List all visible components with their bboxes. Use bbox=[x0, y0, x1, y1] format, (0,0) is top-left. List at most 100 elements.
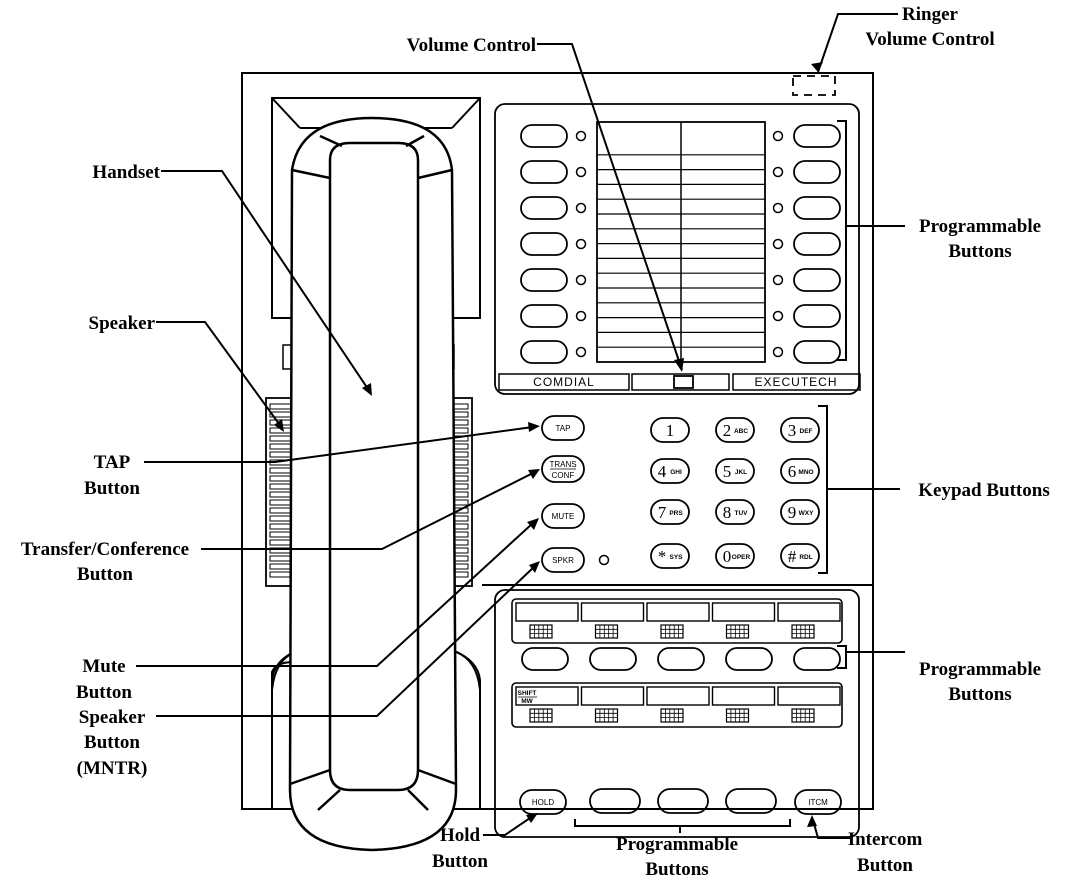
mute-button-label: MUTE bbox=[552, 512, 575, 521]
programmable-button[interactable] bbox=[793, 196, 841, 220]
programmable-button[interactable] bbox=[725, 788, 777, 814]
lower-panel bbox=[494, 589, 860, 838]
status-led bbox=[575, 274, 587, 286]
callout-hold-2: Button bbox=[432, 851, 488, 872]
programmable-button[interactable] bbox=[589, 788, 641, 814]
programmable-buttons-middle bbox=[521, 647, 841, 671]
programmable-button[interactable] bbox=[657, 647, 705, 671]
programmable-button[interactable] bbox=[793, 268, 841, 292]
svg-text:#: # bbox=[788, 547, 797, 566]
volume-control-slider[interactable] bbox=[673, 375, 694, 389]
handset[interactable] bbox=[288, 116, 458, 852]
status-led bbox=[772, 346, 784, 358]
svg-text:OPER: OPER bbox=[732, 554, 751, 561]
svg-text:PRS: PRS bbox=[669, 510, 683, 517]
programmable-button[interactable] bbox=[520, 268, 568, 292]
callout-transfer-2: Button bbox=[77, 564, 133, 585]
callout-speaker-btn-3: (MNTR) bbox=[77, 758, 148, 779]
callout-speaker-btn-2: Button bbox=[84, 732, 140, 753]
callout-intercom-1: Intercom bbox=[848, 829, 923, 850]
callout-mute-2: Button bbox=[76, 682, 132, 703]
ringer-volume-control[interactable] bbox=[792, 75, 836, 96]
mute-button[interactable]: MUTE bbox=[541, 503, 585, 529]
callout-tap-2: Button bbox=[84, 478, 140, 499]
svg-text:3: 3 bbox=[788, 421, 797, 440]
svg-text:1: 1 bbox=[666, 421, 675, 440]
status-led bbox=[772, 238, 784, 250]
phone-body: COMDIAL EXECUTECH TAP TRANS CONF MUTE bbox=[241, 72, 874, 852]
conf-label: CONF bbox=[552, 471, 575, 480]
svg-text:2: 2 bbox=[723, 421, 732, 440]
speaker-indicator-led bbox=[598, 554, 610, 566]
callout-keypad: Keypad Buttons bbox=[918, 480, 1049, 501]
intercom-button-label: ITCM bbox=[808, 798, 828, 807]
status-led bbox=[575, 166, 587, 178]
keypad-button-pound[interactable]: #RDL bbox=[780, 543, 820, 569]
svg-text:TUV: TUV bbox=[735, 510, 749, 517]
svg-text:0: 0 bbox=[723, 547, 732, 566]
status-led bbox=[575, 310, 587, 322]
programmable-button[interactable] bbox=[793, 124, 841, 148]
callout-handset: Handset bbox=[92, 162, 160, 183]
callout-ringer-1: Ringer bbox=[902, 4, 959, 25]
speaker-button[interactable]: SPKR bbox=[541, 547, 585, 573]
callout-programmable-mid-2: Buttons bbox=[948, 684, 1011, 705]
programmable-button[interactable] bbox=[725, 647, 773, 671]
programmable-button[interactable] bbox=[520, 196, 568, 220]
directory-card bbox=[596, 121, 766, 363]
callout-programmable-bottom-2: Buttons bbox=[645, 859, 708, 879]
keypad-button-star[interactable]: *SYS bbox=[650, 543, 690, 569]
callout-mute-1: Mute bbox=[82, 656, 125, 677]
brand-strip: COMDIAL EXECUTECH bbox=[498, 373, 861, 391]
intercom-button[interactable]: ITCM bbox=[794, 789, 842, 815]
status-led bbox=[772, 310, 784, 322]
programmable-button[interactable] bbox=[793, 232, 841, 256]
callout-programmable-right-1: Programmable bbox=[919, 216, 1041, 237]
callouts: Ringer Volume Control Volume Control Han… bbox=[21, 4, 1050, 879]
programmable-button[interactable] bbox=[520, 160, 568, 184]
svg-text:7: 7 bbox=[658, 503, 667, 522]
status-led bbox=[575, 346, 587, 358]
programmable-button[interactable] bbox=[520, 124, 568, 148]
programmable-button[interactable] bbox=[520, 232, 568, 256]
status-led bbox=[575, 238, 587, 250]
svg-text:JKL: JKL bbox=[735, 469, 747, 476]
programmable-button[interactable] bbox=[793, 647, 841, 671]
callout-programmable-bottom-1: Programmable bbox=[616, 834, 738, 855]
programmable-button[interactable] bbox=[793, 340, 841, 364]
status-led bbox=[772, 274, 784, 286]
tap-button[interactable]: TAP bbox=[541, 415, 585, 441]
transfer-conference-button[interactable]: TRANS CONF bbox=[541, 455, 585, 483]
keypad-button-1[interactable]: 1 bbox=[650, 417, 690, 443]
status-led bbox=[575, 130, 587, 142]
svg-text:GHI: GHI bbox=[670, 469, 682, 476]
programmable-button[interactable] bbox=[589, 647, 637, 671]
hold-button-label: HOLD bbox=[532, 798, 554, 807]
hold-button[interactable]: HOLD bbox=[519, 789, 567, 815]
programmable-button[interactable] bbox=[521, 647, 569, 671]
feature-buttons: TAP TRANS CONF MUTE SPKR bbox=[541, 415, 610, 573]
callout-transfer-1: Transfer/Conference bbox=[21, 539, 189, 560]
svg-text:RDL: RDL bbox=[799, 554, 812, 561]
svg-text:5: 5 bbox=[723, 462, 732, 481]
programmable-button[interactable] bbox=[657, 788, 709, 814]
mw-label: MW bbox=[521, 698, 533, 705]
status-led bbox=[575, 202, 587, 214]
status-led bbox=[772, 202, 784, 214]
svg-text:4: 4 bbox=[658, 462, 667, 481]
programmable-button[interactable] bbox=[520, 340, 568, 364]
programmable-button[interactable] bbox=[793, 160, 841, 184]
programmable-button[interactable] bbox=[520, 304, 568, 328]
programmable-button[interactable] bbox=[793, 304, 841, 328]
